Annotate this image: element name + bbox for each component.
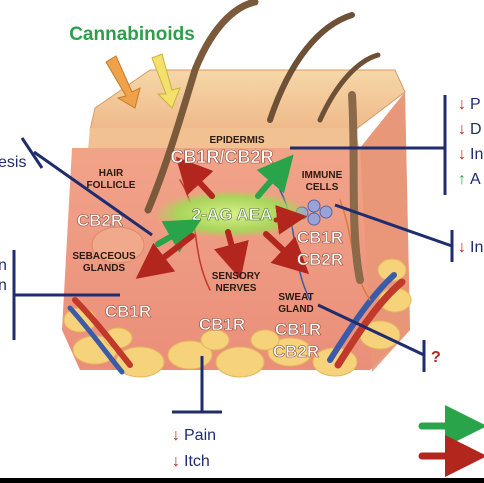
immune-outcome-arrow: ↓	[458, 239, 466, 256]
sweat-inhibit-line	[317, 303, 425, 357]
sweat-outcome-text: ?	[431, 349, 441, 366]
green-arrow-to-sebaceous	[155, 219, 202, 253]
endocannabinoid-label: 2-AG AEA	[192, 205, 273, 224]
cannabinoid-arrows	[105, 53, 181, 109]
red-arrow-to-immune	[273, 204, 307, 235]
red-arrow-to-sweat	[263, 231, 310, 275]
sweat-label-2: GLAND	[278, 304, 314, 315]
right-outcome-3-arrow: ↓	[458, 146, 466, 163]
hair-follicle-label-2: FOLLICLE	[87, 180, 136, 191]
sensory-receptor: CB1R	[199, 315, 245, 334]
immune-inhibit-line	[334, 203, 453, 248]
right-top-outcomes: ↓ P ↓ D ↓ In ↑ A	[458, 96, 483, 188]
sweat-label-1: SWEAT	[278, 292, 313, 303]
epidermis-layer	[88, 128, 360, 150]
pain-outcome-text: Pain	[184, 427, 216, 444]
diagram-title: Cannabinoids	[69, 24, 195, 45]
right-outcome-1-arrow: ↓	[458, 96, 466, 113]
right-outcome-2-arrow: ↓	[458, 121, 466, 138]
pain-outcome-arrow: ↓	[172, 427, 180, 444]
hair-strand-3	[317, 52, 381, 123]
red-arrow-to-epidermis	[175, 156, 215, 199]
hair-follicle-receptor: CB2R	[77, 211, 123, 230]
hair-inhibit-line	[33, 150, 153, 237]
sebaceous-receptor: CB1R	[105, 302, 151, 321]
sebaceous-label-1: SEBACEOUS	[72, 251, 136, 262]
itch-outcome-arrow: ↓	[172, 453, 180, 470]
sebaceous-label-2: GLANDS	[83, 263, 126, 274]
sweat-receptor-1: CB1R	[275, 320, 321, 339]
right-outcome-4-arrow: ↑	[458, 171, 466, 188]
immune-outcome-text: In	[470, 239, 483, 256]
hair-root	[348, 91, 364, 284]
sweat-receptor-2: CB2R	[273, 342, 319, 361]
red-arrow-to-sebaceous	[135, 233, 195, 279]
hair-follicle-shaft	[144, 0, 259, 214]
green-arrow-to-epidermis	[255, 154, 294, 199]
right-outcome-3-text: In	[470, 146, 483, 163]
cannabinoid-arrow-orange	[105, 55, 141, 109]
sensory-label-2: NERVES	[216, 283, 257, 294]
epidermis-label: EPIDERMIS	[209, 135, 264, 146]
hair-strand-2	[267, 12, 355, 123]
hair-inhibit-bar	[20, 137, 44, 169]
right-outcome-2-text: D	[470, 121, 482, 138]
legend	[418, 405, 484, 477]
epidermis-receptor-label: CB1R/CB2R	[170, 147, 273, 167]
immune-label-2: CELLS	[306, 182, 339, 193]
inhibition-lines	[12, 95, 454, 414]
itch-outcome-text: Itch	[184, 453, 210, 470]
immune-label-1: IMMUNE	[302, 170, 343, 181]
right-outcome-1-text: P	[470, 96, 481, 113]
left-partial-mid-1: n	[0, 257, 7, 274]
red-arrow-to-sensory	[213, 229, 249, 280]
immune-receptor-2: CB2R	[297, 250, 343, 269]
hair-follicle-label-1: HAIR	[99, 168, 124, 179]
immune-receptor-1: CB1R	[297, 228, 343, 247]
signal-arrows	[135, 154, 310, 280]
cannabinoid-arrow-yellow	[151, 53, 181, 109]
left-partial-mid-2: n	[0, 277, 7, 294]
right-outcome-4-text: A	[470, 171, 481, 188]
left-partial-top: esis	[0, 154, 26, 171]
sensory-label-1: SENSORY	[212, 271, 261, 282]
